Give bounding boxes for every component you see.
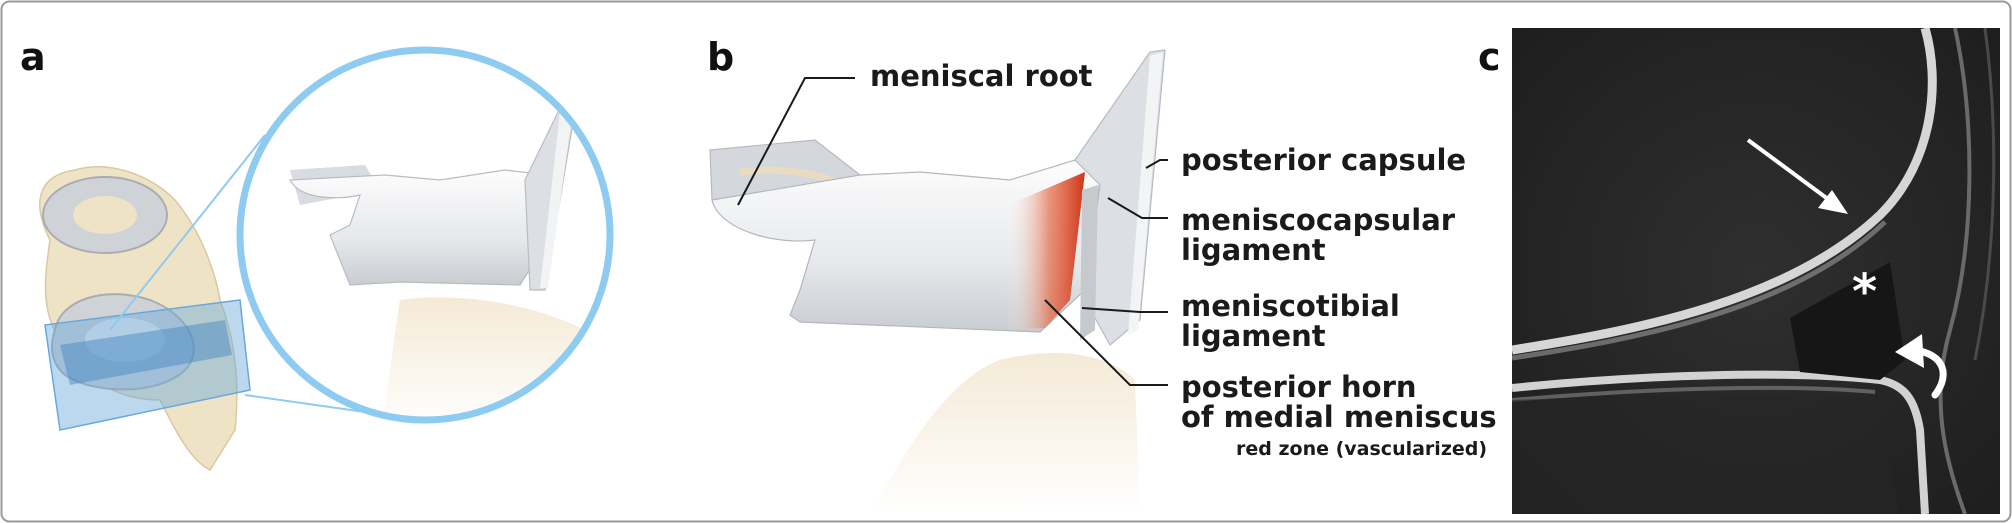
leader-meniscal-root	[737, 77, 855, 206]
panel-c-letter: c	[1478, 35, 1501, 79]
label-posterior-horn-line1: posterior horn	[1181, 370, 1417, 404]
label-meniscal-root: meniscal root	[870, 59, 1093, 93]
curved-arrow-icon	[1895, 334, 1947, 399]
magnifier-line-top	[109, 134, 266, 331]
knee-model-illustration	[39, 166, 251, 471]
panel-a: a	[20, 35, 614, 471]
label-meniscocapsular-line2: ligament	[1181, 233, 1326, 267]
label-red-zone: red zone (vascularized)	[1236, 438, 1487, 460]
leader-meniscotibial	[1081, 307, 1168, 313]
leader-posterior-horn	[1044, 299, 1168, 386]
label-meniscotibial-line1: meniscotibial	[1181, 289, 1400, 323]
straight-arrow-icon	[1746, 138, 1848, 214]
magnifier-line-bottom	[244, 394, 366, 413]
leader-meniscocapsular	[1107, 197, 1168, 219]
leader-posterior-capsule	[1145, 159, 1168, 169]
panel-b: b meniscal root posterior capsule menisc…	[707, 35, 1497, 514]
label-posterior-horn-line2: of medial meniscus	[1181, 400, 1497, 434]
panel-a-letter: a	[20, 35, 46, 79]
asterisk-marker: *	[1852, 264, 1877, 320]
meniscus-illustration	[709, 49, 1166, 514]
mri-image	[1512, 28, 2000, 514]
label-meniscocapsular-line1: meniscocapsular	[1181, 203, 1456, 237]
panel-b-letter: b	[707, 35, 734, 79]
label-meniscotibial-line2: ligament	[1181, 319, 1326, 353]
label-posterior-capsule: posterior capsule	[1181, 143, 1466, 177]
magnifier-circle	[236, 46, 614, 424]
panel-c: c *	[1478, 28, 2000, 514]
magnified-meniscus-view	[289, 107, 600, 420]
